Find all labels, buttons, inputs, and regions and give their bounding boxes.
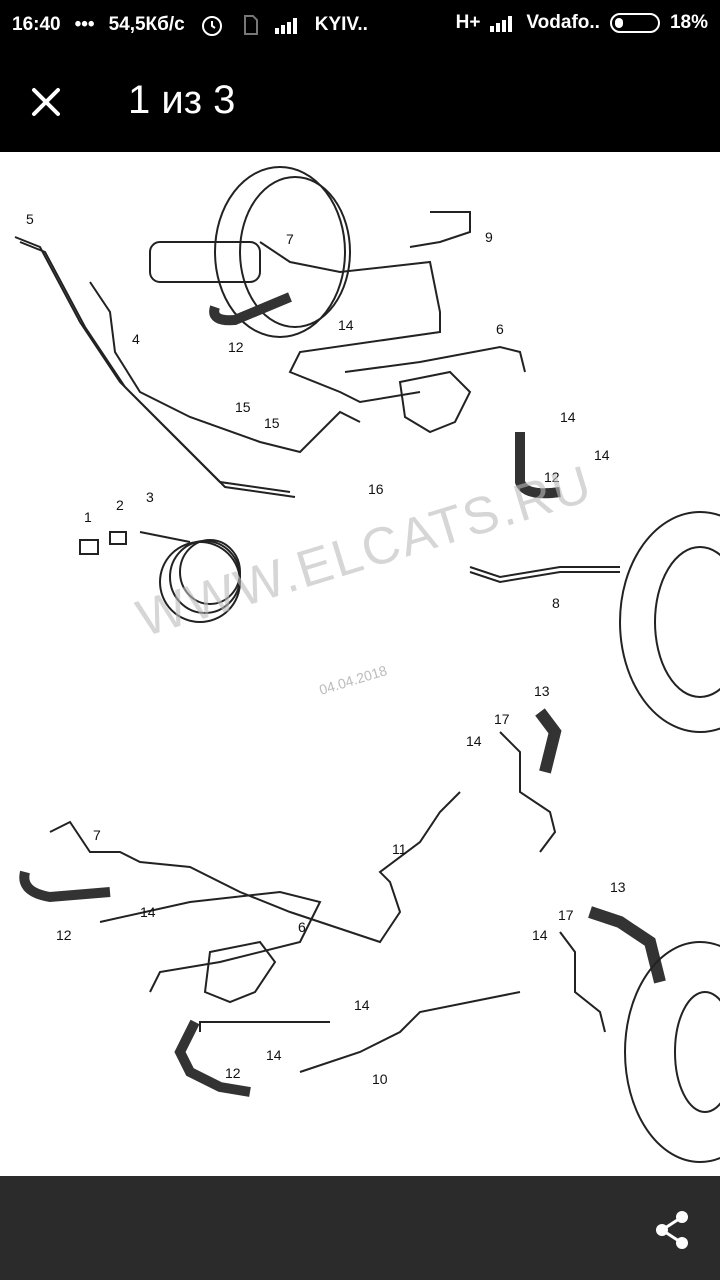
part-label: 5 [26, 211, 34, 227]
alarm-icon [201, 16, 222, 36]
status-bar: 16:40 ••• 54,5Кб/с KYIV.. H+ Vodafo.. 18… [0, 0, 720, 50]
part-label: 14 [140, 904, 156, 920]
status-speed: 54,5Кб/с [108, 14, 185, 35]
part-label: 12 [544, 469, 560, 485]
part-label: 9 [485, 229, 493, 245]
part-label: 14 [338, 317, 354, 333]
master-cylinder [149, 241, 261, 283]
app-bar: 1 из 3 [0, 50, 720, 152]
part-label: 7 [93, 827, 101, 843]
status-right: H+ Vodafo.. 18% [456, 12, 708, 34]
part-label: 1 [84, 509, 92, 525]
part-label: 14 [532, 927, 548, 943]
part-label: 14 [266, 1047, 282, 1063]
part-label: 12 [225, 1065, 241, 1081]
part-label: 15 [235, 399, 251, 415]
bottom-bar [0, 1176, 720, 1280]
signal-icon-2 [490, 16, 513, 32]
part-label: 3 [146, 489, 154, 505]
page-title: 1 из 3 [128, 78, 236, 122]
image-viewer[interactable]: 5 4 12 7 14 9 6 15 15 14 12 14 1 2 3 16 … [0, 152, 720, 1176]
part-label: 15 [264, 415, 280, 431]
carrier-2: Vodafo.. [526, 12, 600, 33]
part-label: 14 [560, 409, 576, 425]
network-type: H+ [455, 12, 481, 33]
brake-booster [214, 166, 346, 338]
part-label: 11 [392, 841, 407, 857]
part-label: 12 [228, 339, 244, 355]
signal-icon-1 [274, 18, 297, 34]
carrier-1: KYIV.. [314, 14, 368, 35]
part-label: 12 [56, 927, 72, 943]
part-label: 14 [354, 997, 370, 1013]
part-label: 17 [494, 711, 510, 727]
no-sim-icon [243, 15, 258, 35]
status-left: 16:40 ••• 54,5Кб/с KYIV.. [12, 12, 368, 38]
part-label: 13 [610, 879, 626, 895]
part-label: 14 [594, 447, 610, 463]
brake-line-diagram: 5 4 12 7 14 9 6 15 15 14 12 14 1 2 3 16 … [14, 166, 720, 1163]
part-label: 7 [286, 231, 294, 247]
part-label: 6 [298, 919, 306, 935]
battery-icon [609, 13, 660, 33]
part-label: 8 [552, 595, 560, 611]
battery-percent: 18% [669, 12, 708, 33]
share-icon[interactable] [654, 1210, 690, 1250]
close-icon[interactable] [24, 80, 68, 124]
status-time: 16:40 [12, 14, 61, 35]
part-label: 16 [368, 481, 384, 497]
status-dots: ••• [74, 14, 95, 35]
part-label: 17 [558, 907, 574, 923]
part-label: 6 [496, 321, 504, 337]
part-label: 10 [372, 1071, 388, 1087]
part-label: 13 [534, 683, 550, 699]
brake-pipe-4 [14, 236, 291, 493]
part-label: 4 [132, 331, 140, 347]
part-label: 14 [466, 733, 482, 749]
part-label: 2 [116, 497, 124, 513]
